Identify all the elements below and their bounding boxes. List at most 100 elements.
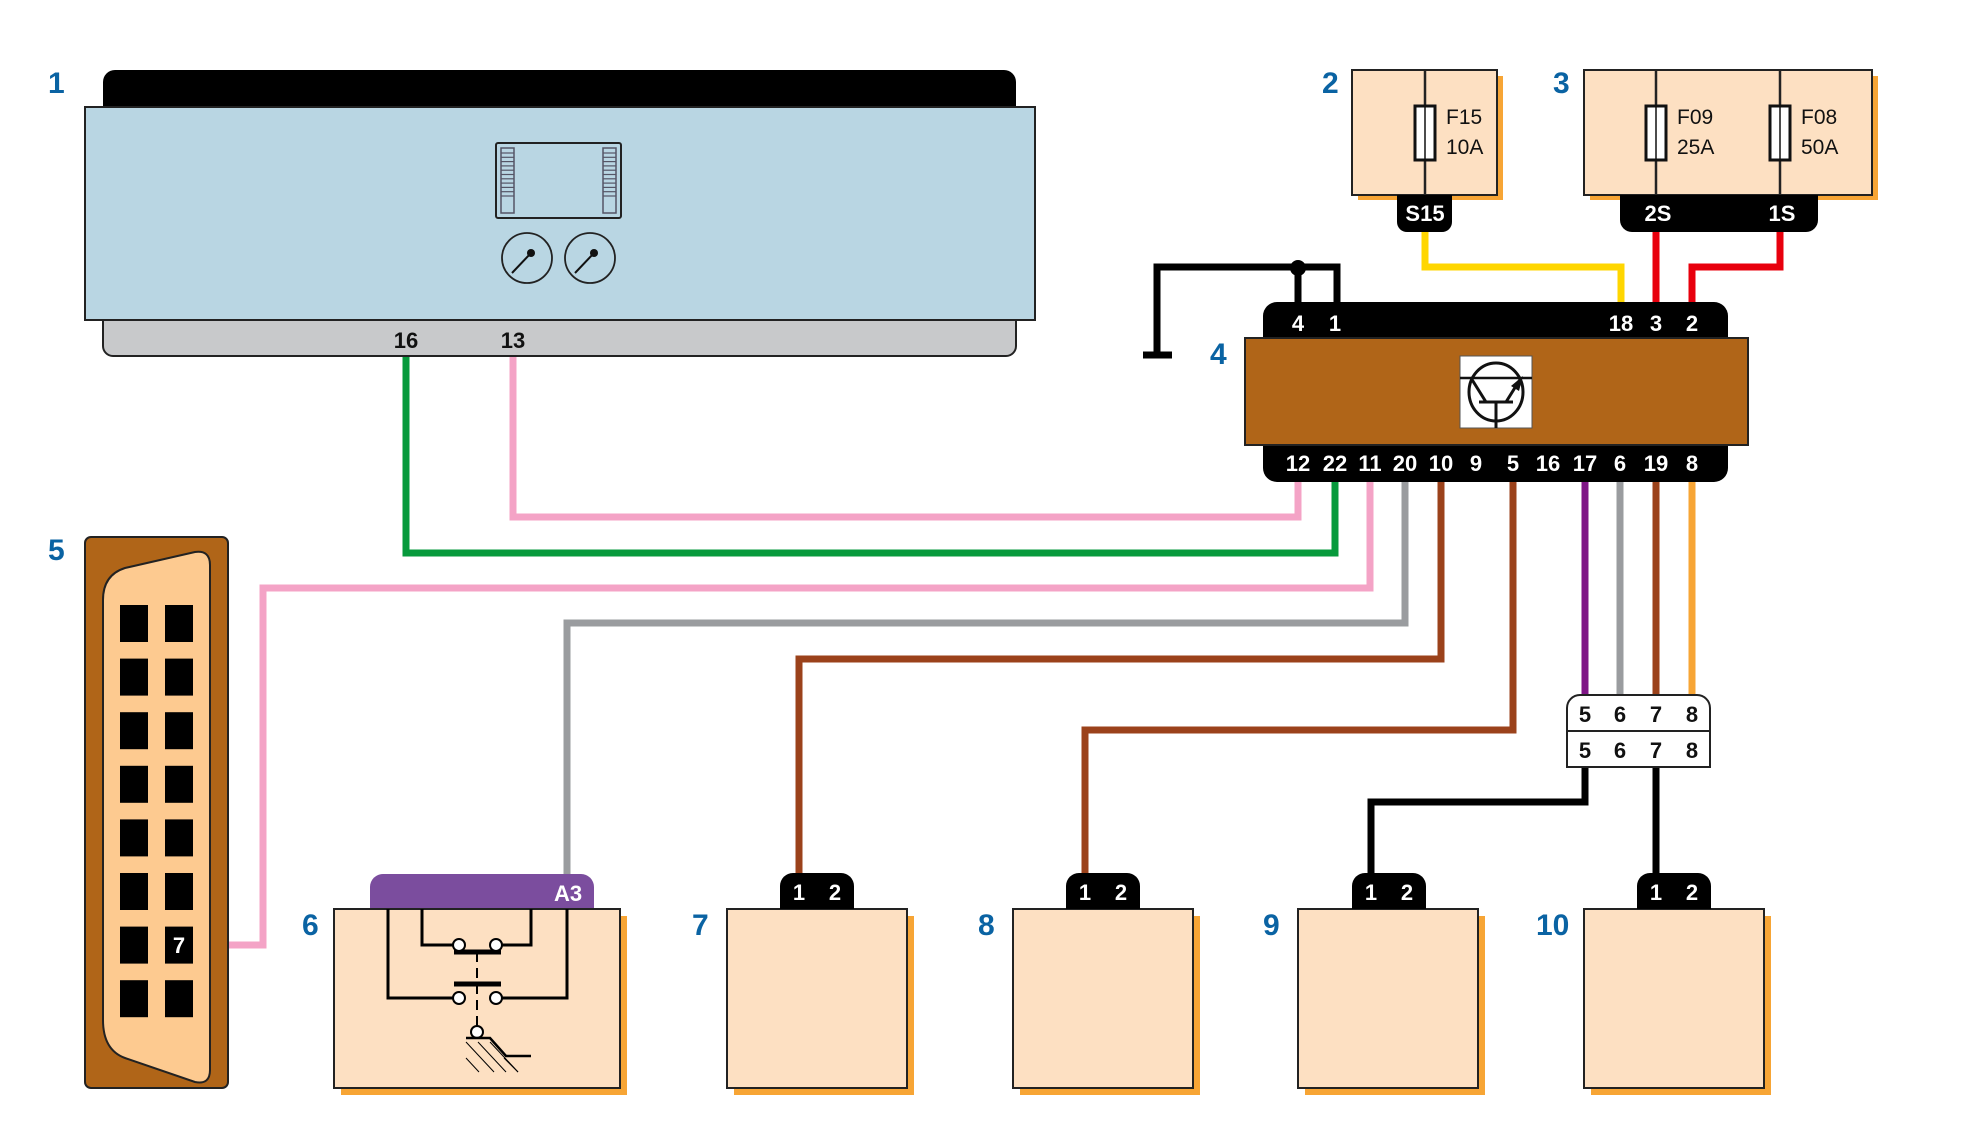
- load-body: [1583, 908, 1765, 1089]
- load-connector: [1066, 873, 1140, 909]
- diag-pin: [165, 765, 193, 803]
- component-label-3: 3: [1553, 67, 1570, 100]
- control-unit-top-pin: 4: [1292, 311, 1305, 336]
- component-3-fuse-box[interactable]: 3 F09 25A F08 50A 2S 1S: [1553, 67, 1878, 232]
- wires: [193, 232, 1784, 949]
- fuse-name: F15: [1446, 106, 1482, 129]
- display-bar-left: [500, 147, 515, 214]
- wire-gray-a3-20: [563, 482, 1409, 874]
- diag-pin: [120, 712, 148, 750]
- load-body: [1012, 908, 1194, 1089]
- connector-label-s15: S15: [1405, 201, 1444, 226]
- cluster-display: [495, 142, 622, 219]
- wire-white-8-16: [1117, 482, 1552, 873]
- load-body: [1297, 908, 1479, 1089]
- display-bar-right: [602, 147, 617, 214]
- component-label-6: 6: [302, 909, 319, 942]
- cluster-pin-13: 13: [501, 328, 525, 353]
- wire-pink-13-12: [509, 356, 1302, 521]
- diag-pin: [120, 819, 148, 857]
- diag-pin: [165, 926, 193, 964]
- component-label: 8: [978, 909, 995, 942]
- component-label-1: 1: [48, 67, 65, 100]
- wire-white-7-9: [831, 482, 1480, 873]
- load-connector: [1637, 873, 1711, 909]
- junction-bottom-pin: 5: [1579, 738, 1591, 763]
- diag-pin: [165, 873, 193, 910]
- control-unit-top-pin: 1: [1329, 311, 1341, 336]
- component-label-4: 4: [1210, 338, 1227, 371]
- load-connector: [1352, 873, 1426, 909]
- cluster-pin-16: 16: [394, 328, 418, 353]
- diag-pin: [165, 658, 193, 696]
- load-pin-label: 2: [829, 880, 841, 905]
- fuse-box-body: [1583, 69, 1873, 196]
- control-unit-bottom-pin: 17: [1573, 451, 1597, 476]
- switch-icon: [386, 909, 569, 1073]
- diag-pin: [165, 980, 193, 1018]
- junction-top-pin: 7: [1650, 702, 1662, 727]
- connector-label-1s: 1S: [1769, 201, 1796, 226]
- cluster-body: [84, 106, 1036, 321]
- component-5-diagnostic-connector[interactable]: 5 7: [48, 534, 229, 1089]
- control-unit-bottom-pin: 10: [1429, 451, 1453, 476]
- diag-pin: [120, 926, 148, 964]
- gauge-icon: [501, 232, 553, 284]
- wire-black-ground: [1153, 263, 1341, 355]
- junction-top-pin: 6: [1614, 702, 1626, 727]
- junction-bottom-pin: 7: [1650, 738, 1662, 763]
- control-unit-top-pin: 18: [1609, 311, 1633, 336]
- wire-white-j6-9: [1403, 767, 1624, 873]
- wire-pink-7-11: [193, 482, 1374, 949]
- component-label-5: 5: [48, 534, 65, 567]
- connector-label-2s: 2S: [1645, 201, 1672, 226]
- wire-red-1s-2: [1688, 232, 1784, 302]
- component-1-instrument-cluster[interactable]: 1 16 13: [48, 67, 1036, 357]
- junction-bottom-pin: 8: [1686, 738, 1698, 763]
- component-label-2: 2: [1322, 67, 1339, 100]
- gauge-icon: [564, 232, 616, 284]
- fuse-rating: 50A: [1801, 136, 1838, 159]
- fuse-name: F09: [1677, 106, 1713, 129]
- diag-pin: [120, 980, 148, 1018]
- wire-black-j5-9: [1367, 767, 1589, 873]
- component-6-switch[interactable]: 6 A3: [302, 874, 627, 1095]
- diag-connector-face: [102, 550, 211, 1084]
- junction-top-pin: 8: [1686, 702, 1698, 727]
- diag-pin: [165, 819, 193, 857]
- junction-connector[interactable]: 5 56 67 78 8: [1566, 694, 1711, 768]
- control-unit-bottom-pin: 20: [1393, 451, 1417, 476]
- wire-brown-7-10: [795, 482, 1445, 873]
- connector-label-a3: A3: [554, 881, 582, 906]
- load-pin-label: 1: [1079, 880, 1091, 905]
- control-unit-bottom-pin: 8: [1686, 451, 1698, 476]
- component-label: 10: [1536, 909, 1569, 942]
- load-pin-label: 2: [1686, 880, 1698, 905]
- connector-2s-1s: [1620, 195, 1818, 232]
- control-unit-bottom-pin: 5: [1507, 451, 1519, 476]
- component-2-fuse-box[interactable]: 2 F15 10A S15: [1322, 67, 1503, 232]
- diag-pin: [165, 605, 193, 642]
- load-pin-label: 1: [1365, 880, 1377, 905]
- junction-bottom-pin: 6: [1614, 738, 1626, 763]
- load-pin-label: 1: [793, 880, 805, 905]
- junction-top-pin: 5: [1579, 702, 1591, 727]
- diag-pin: [120, 605, 148, 642]
- fuse-icon: [1413, 104, 1437, 162]
- load-pin-label: 2: [1115, 880, 1127, 905]
- wire-yellow-s15-18: [1421, 232, 1625, 302]
- load-pin-label: 2: [1401, 880, 1413, 905]
- component-label: 9: [1263, 909, 1280, 942]
- fuse-icon: [1768, 104, 1792, 162]
- control-unit-bottom-pin: 9: [1470, 451, 1482, 476]
- control-unit-top-pin: 2: [1686, 311, 1698, 336]
- diag-pin: [120, 765, 148, 803]
- diag-pin: [120, 658, 148, 696]
- fuse-name: F08: [1801, 106, 1837, 129]
